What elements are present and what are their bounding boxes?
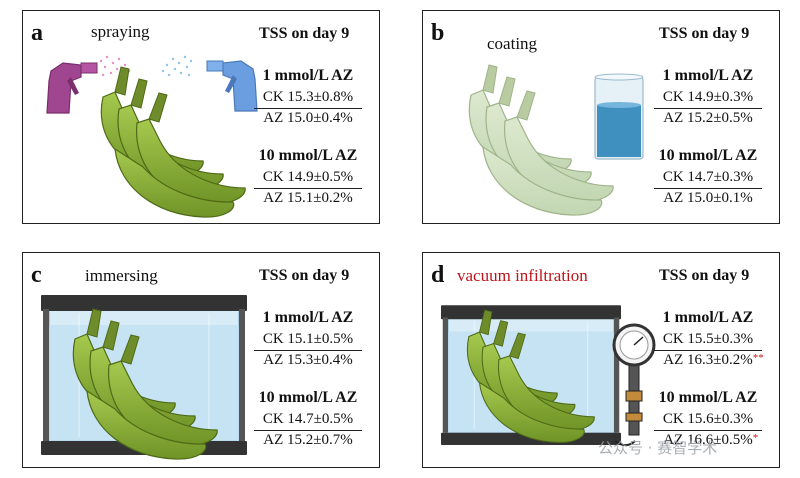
az-value: AZ 15.0±0.1% <box>663 190 753 206</box>
group-10mmol: 10 mmol/L AZ CK 14.7±0.5% AZ 15.2±0.7% <box>248 389 368 450</box>
ck-value: CK 15.5±0.3% <box>654 330 762 351</box>
az-value: AZ 15.1±0.2% <box>263 190 353 206</box>
tss-title: TSS on day 9 <box>259 25 350 42</box>
banana-bunch <box>72 308 218 460</box>
group-1mmol: 1 mmol/L AZ CK 15.3±0.8% AZ 15.0±0.4% <box>248 67 368 128</box>
az-value: AZ 16.3±0.2%** <box>648 351 768 370</box>
az-value: AZ 15.3±0.4% <box>263 352 353 368</box>
group-1mmol: 1 mmol/L AZ CK 14.9±0.3% AZ 15.2±0.5% <box>648 67 768 128</box>
pressure-gauge-icon <box>612 323 656 447</box>
panel-c: c immersing TSS on day 9 1 mmol/L AZ CK … <box>22 252 380 468</box>
spray-mist-right-icon <box>161 55 193 77</box>
panel-letter: c <box>31 262 42 288</box>
ck-value: CK 14.9±0.5% <box>254 168 362 189</box>
sprayer-right-icon <box>206 60 258 112</box>
az-value: AZ 15.0±0.4% <box>263 110 353 126</box>
concentration-label: 10 mmol/L AZ <box>658 147 758 164</box>
concentration-label: 1 mmol/L AZ <box>262 67 354 84</box>
panel-letter: d <box>431 262 445 288</box>
sprayer-left-icon <box>46 62 98 114</box>
concentration-label: 1 mmol/L AZ <box>662 309 754 326</box>
tss-title: TSS on day 9 <box>259 267 350 284</box>
ck-value: CK 15.1±0.5% <box>254 330 362 351</box>
group-1mmol: 1 mmol/L AZ CK 15.1±0.5% AZ 15.3±0.4% <box>248 309 368 370</box>
panel-letter: b <box>431 20 445 46</box>
ck-value: CK 14.9±0.3% <box>654 88 762 109</box>
panel-a: a spraying TSS on day 9 1 mmol/L AZ CK 1… <box>22 10 380 224</box>
az-value-text: AZ 16.3±0.2% <box>663 352 753 368</box>
significance-marker: * <box>752 432 759 444</box>
method-label: vacuum infiltration <box>457 266 588 285</box>
concentration-label: 10 mmol/L AZ <box>658 389 758 406</box>
az-value: AZ 15.2±0.7% <box>263 432 353 448</box>
concentration-label: 10 mmol/L AZ <box>258 147 358 164</box>
ck-value: CK 14.7±0.3% <box>654 168 762 189</box>
beaker-icon <box>594 73 644 160</box>
method-label: coating <box>487 34 538 53</box>
tss-title: TSS on day 9 <box>659 25 750 42</box>
az-value: AZ 15.2±0.5% <box>663 110 753 126</box>
ck-value: CK 15.3±0.8% <box>254 88 362 109</box>
method-label: immersing <box>85 266 158 285</box>
az-value: AZ 16.6±0.5%* <box>648 431 768 450</box>
ck-value: CK 14.7±0.5% <box>254 410 362 431</box>
banana-bunch <box>466 309 595 443</box>
panel-d: d vacuum infiltration TSS on day 9 1 mmo… <box>422 252 780 468</box>
method-label: spraying <box>91 22 150 41</box>
group-1mmol: 1 mmol/L AZ CK 15.5±0.3% AZ 16.3±0.2%** <box>648 309 768 370</box>
concentration-label: 1 mmol/L AZ <box>262 309 354 326</box>
panel-b: b coating TSS on day 9 1 mmol/L AZ CK 14… <box>422 10 780 224</box>
ck-value: CK 15.6±0.3% <box>654 410 762 431</box>
az-value-text: AZ 16.6±0.5% <box>663 432 753 448</box>
group-10mmol: 10 mmol/L AZ CK 15.6±0.3% AZ 16.6±0.5%* <box>648 389 768 450</box>
concentration-label: 10 mmol/L AZ <box>258 389 358 406</box>
significance-marker: ** <box>752 352 764 364</box>
concentration-label: 1 mmol/L AZ <box>662 67 754 84</box>
banana-bunch <box>100 66 246 218</box>
tss-title: TSS on day 9 <box>659 267 750 284</box>
watermark: 公众号 · 赛智学术 <box>598 439 718 457</box>
group-10mmol: 10 mmol/L AZ CK 14.9±0.5% AZ 15.1±0.2% <box>248 147 368 208</box>
panel-letter: a <box>31 20 43 46</box>
group-10mmol: 10 mmol/L AZ CK 14.7±0.3% AZ 15.0±0.1% <box>648 147 768 208</box>
